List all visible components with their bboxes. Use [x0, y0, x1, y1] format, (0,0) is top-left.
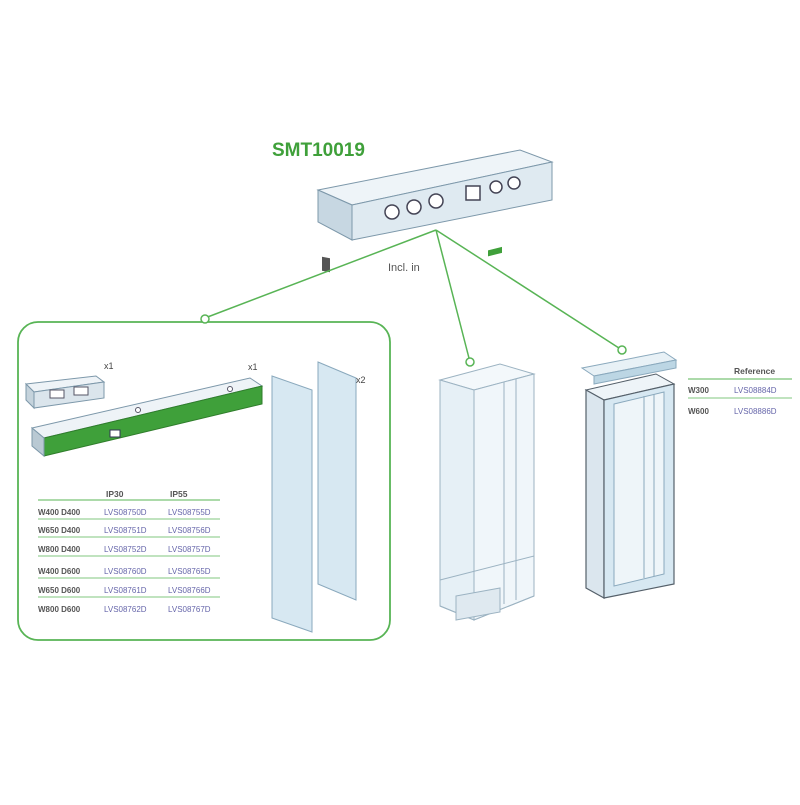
connector-lines — [204, 229, 623, 363]
included-note: Incl. in — [388, 262, 420, 274]
kit-row-label: W650 D400 — [38, 526, 81, 535]
connection-bar-icon — [316, 149, 554, 273]
kit-row-ip30: LVS08760D — [104, 567, 147, 576]
kit-row-ip55: LVS08766D — [168, 586, 211, 595]
right-row-ref: LVS08884D — [734, 386, 777, 395]
kit-row-label: W800 D400 — [38, 545, 81, 554]
kit-reference-table: IP30 IP55 W400 D400 LVS08750D LVS08755D … — [38, 489, 220, 614]
kit-row-label: W800 D600 — [38, 605, 81, 614]
kit-row-ip30: LVS08761D — [104, 586, 147, 595]
kit-row-ip30: LVS08752D — [104, 545, 147, 554]
kit-row-label: W400 D400 — [38, 508, 81, 517]
kit-row-ip30: LVS08762D — [104, 605, 147, 614]
kit-table-header-ip30: IP30 — [106, 489, 124, 499]
kit-box-anchor — [200, 314, 210, 324]
terminal-block-icon — [24, 375, 106, 410]
kit-row-ip30: LVS08751D — [104, 526, 147, 535]
right-reference-table: Reference W300 LVS08884D W600 LVS08886D — [688, 366, 792, 416]
qty-side-panels: x2 — [356, 375, 366, 385]
right-row-label: W600 — [688, 407, 709, 416]
enclosure-frame-icon — [438, 246, 536, 621]
kit-row-ip55: LVS08756D — [168, 526, 211, 535]
right-table-header: Reference — [734, 366, 775, 376]
kit-table-header-ip55: IP55 — [170, 489, 188, 499]
qty-terminal-block: x1 — [104, 361, 114, 371]
cable-duct-icon — [30, 377, 264, 458]
cable-duct-enclosure-icon — [580, 345, 678, 600]
right-row-ref: LVS08886D — [734, 407, 777, 416]
kit-row-ip55: LVS08767D — [168, 605, 211, 614]
product-reference-title: SMT10019 — [272, 140, 365, 161]
kit-row-label: W400 D600 — [38, 567, 81, 576]
kit-row-label: W650 D600 — [38, 586, 81, 595]
kit-row-ip55: LVS08757D — [168, 545, 211, 554]
qty-cable-duct: x1 — [248, 362, 258, 372]
right-row-label: W300 — [688, 386, 709, 395]
kit-row-ip55: LVS08765D — [168, 567, 211, 576]
side-panel-icon — [271, 361, 357, 633]
kit-row-ip55: LVS08755D — [168, 508, 211, 517]
kit-row-ip30: LVS08750D — [104, 508, 147, 517]
